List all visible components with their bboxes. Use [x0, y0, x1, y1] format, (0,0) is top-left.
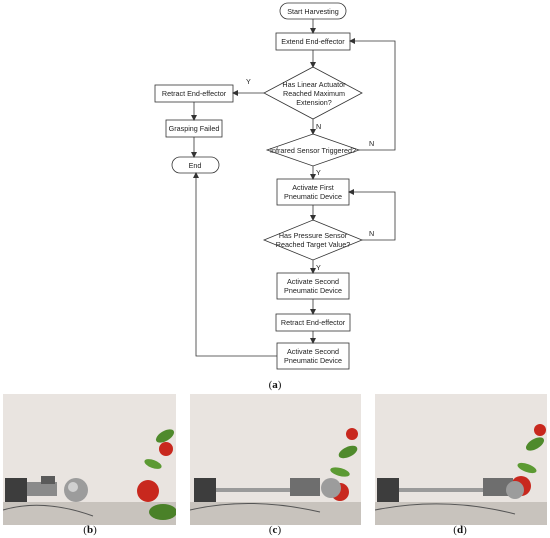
max-extension-label-1: Has Linear Actuator	[282, 80, 346, 89]
apple-icon	[534, 424, 546, 436]
activate-second-final-label-1: Activate Second	[287, 347, 339, 356]
max-extension-label-2: Reached Maximum	[283, 89, 345, 98]
apple-icon	[159, 442, 173, 456]
edge-ir-loop	[349, 38, 396, 151]
edge-pressure-loop	[348, 189, 396, 241]
activate-second-label-2: Pneumatic Device	[284, 286, 342, 295]
pressure-label-1: Has Pressure Sensor	[279, 231, 348, 240]
activate-first-label-2: Pneumatic Device	[284, 192, 342, 201]
label-y-pres: Y	[316, 263, 321, 272]
caption-c: (c)	[268, 524, 282, 536]
apple-icon	[346, 428, 358, 440]
activate-second-label-1: Activate Second	[287, 277, 339, 286]
apple-icon	[137, 480, 159, 502]
photo-c	[190, 394, 361, 525]
photo-b	[3, 394, 176, 525]
label-y-ir: Y	[316, 168, 321, 177]
activate-second-final-label-2: Pneumatic Device	[284, 356, 342, 365]
pressure-label-2: Reached Target Value?	[276, 240, 350, 249]
caption-a: (a)	[268, 379, 282, 391]
grasping-failed-label: Grasping Failed	[169, 124, 220, 133]
edge-final-end	[193, 172, 277, 357]
infrared-label: Infrared Sensor Triggered?	[270, 146, 356, 155]
start-label: Start Harvesting	[287, 7, 339, 16]
extend-label: Extend End-effector	[281, 37, 345, 46]
label-n-ir: N	[369, 139, 374, 148]
harvesting-flowchart: Start Harvesting Extend End-effector Has…	[154, 2, 396, 370]
activate-first-label-1: Activate First	[292, 183, 334, 192]
label-n-max: N	[316, 122, 321, 131]
caption-b: (b)	[83, 524, 97, 536]
caption-d: (d)	[453, 524, 467, 536]
label-n-pres: N	[369, 229, 374, 238]
retract-left-label: Retract End-effector	[162, 89, 227, 98]
retract-main-label: Retract End-effector	[281, 318, 346, 327]
end-label: End	[189, 161, 202, 170]
photo-d	[375, 394, 547, 525]
max-extension-label-3: Extension?	[296, 98, 332, 107]
label-y-max: Y	[246, 77, 251, 86]
